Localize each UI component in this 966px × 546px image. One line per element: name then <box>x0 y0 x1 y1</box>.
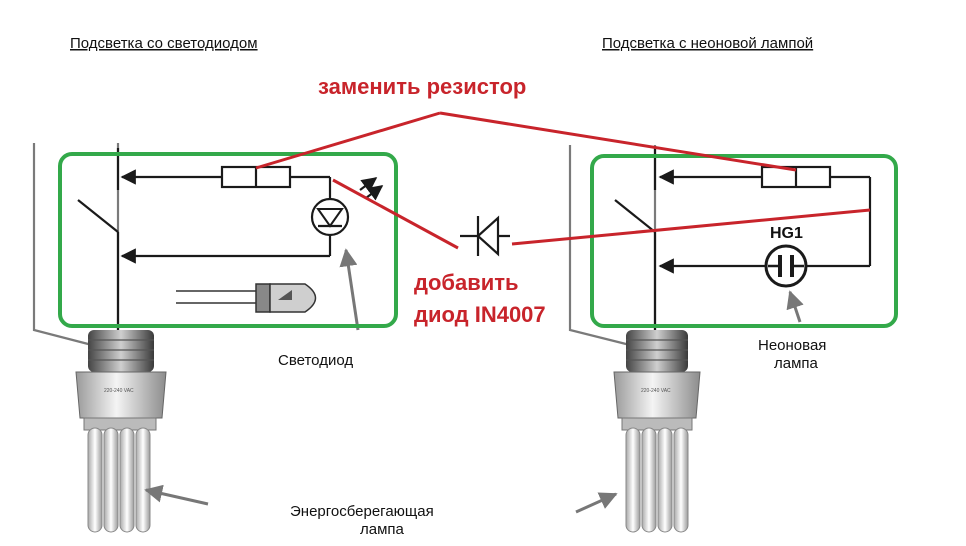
neon-label-line2: лампа <box>774 355 819 372</box>
led-component-icon <box>176 283 317 313</box>
left-circuit: Светодиод <box>32 143 398 369</box>
header-led-backlight: Подсветка со светодиодом <box>70 35 258 52</box>
cfl-label-line1: Энергосберегающая <box>290 503 434 520</box>
header-neon-backlight: Подсветка с неоновой лампой <box>602 35 813 52</box>
cfl-label-line2: лампа <box>360 521 405 538</box>
svg-text:220-240 VAC: 220-240 VAC <box>641 388 671 394</box>
neon-lamp-symbol <box>764 244 808 288</box>
annotation-replace-resistor: заменить резистор <box>318 74 526 99</box>
neon-highlight-box <box>590 154 898 328</box>
neon-label-line1: Неоновая <box>758 337 826 354</box>
led-highlight-box <box>58 152 398 328</box>
diode-symbol <box>460 215 510 257</box>
annotation-add-diode-line1: добавить <box>414 270 519 295</box>
right-circuit: HG1 Неоновая лампа <box>568 145 898 372</box>
svg-text:220-240 VAC: 220-240 VAC <box>104 388 134 394</box>
cfl-bulb-right: 220-240 VAC <box>613 330 701 533</box>
annotation-lines <box>255 111 871 250</box>
hg1-label: HG1 <box>770 225 803 242</box>
cfl-bulb-left: 220-240 VAC <box>75 330 167 533</box>
led-label: Светодиод <box>278 352 353 369</box>
annotation-add-diode-line2: диод IN4007 <box>414 302 546 327</box>
